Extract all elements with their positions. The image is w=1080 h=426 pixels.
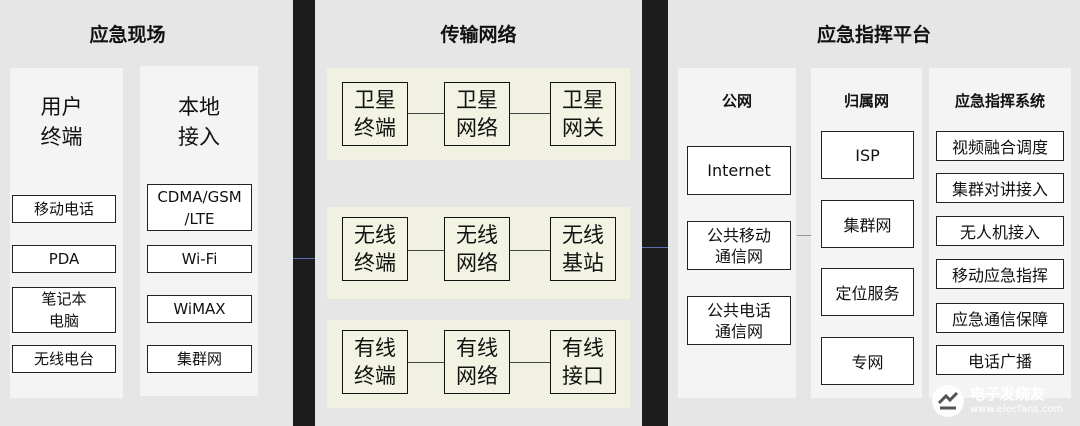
wireless-terminal: 无线 终端 [342, 217, 408, 281]
satellite-gateway: 卫星 网关 [550, 82, 616, 146]
transport-title: 传输网络 [440, 24, 517, 46]
wired-terminal: 有线 终端 [342, 330, 408, 394]
link-middle-right [642, 247, 668, 248]
wired-network: 有线 网络 [444, 330, 510, 394]
home-positioning: 定位服务 [821, 268, 914, 316]
wired-link-1 [408, 362, 444, 363]
public-mobile-network: 公共移动 通信网 [687, 221, 791, 270]
system-mobile-command: 移动应急指挥 [936, 259, 1064, 289]
access-wimax: WiMAX [147, 295, 252, 323]
satellite-network: 卫星 网络 [444, 82, 510, 146]
home-trunking: 集群网 [821, 200, 914, 248]
wireless-link-1 [408, 250, 444, 251]
satellite-link-2 [510, 113, 550, 114]
system-drone-access: 无人机接入 [936, 216, 1064, 246]
local-access-column [140, 66, 258, 396]
home-network-header: 归属网 [843, 92, 889, 110]
public-internet: Internet [687, 146, 791, 195]
device-laptop: 笔记本 电脑 [12, 287, 116, 333]
user-terminal-column [10, 68, 123, 398]
access-trunking: 集群网 [147, 345, 252, 373]
command-system-header: 应急指挥系统 [954, 92, 1045, 110]
system-video-fusion: 视频融合调度 [936, 131, 1064, 161]
watermark-logo-icon [932, 385, 964, 417]
wireless-link-2 [510, 250, 550, 251]
access-cdma-gsm-lte: CDMA/GSM /LTE [147, 184, 252, 231]
watermark: 电子发烧友 www.elecfans.com [930, 378, 1078, 424]
access-wifi: Wi-Fi [147, 245, 252, 273]
wired-link-2 [510, 362, 550, 363]
satellite-link-1 [408, 113, 444, 114]
command-title: 应急指挥平台 [816, 24, 931, 46]
satellite-terminal: 卫星 终端 [342, 82, 408, 146]
scene-title: 应急现场 [89, 24, 166, 46]
device-mobile-phone: 移动电话 [12, 195, 116, 223]
local-access-header: 本地 接入 [178, 95, 220, 149]
watermark-url: www.elecfans.com [970, 404, 1064, 415]
public-telephone-network: 公共电话 通信网 [687, 296, 791, 345]
link-left-middle [293, 258, 315, 259]
system-comm-support: 应急通信保障 [936, 303, 1064, 333]
public-home-link [797, 235, 811, 236]
watermark-name: 电子发烧友 [970, 385, 1046, 403]
device-radio: 无线电台 [12, 345, 116, 373]
user-terminal-header: 用户 终端 [40, 95, 83, 149]
wireless-network: 无线 网络 [444, 217, 510, 281]
system-trunk-intercom: 集群对讲接入 [936, 173, 1064, 203]
system-phone-broadcast: 电话广播 [936, 345, 1064, 375]
home-isp: ISP [821, 131, 914, 179]
wired-interface: 有线 接口 [550, 330, 616, 394]
device-pda: PDA [12, 245, 116, 273]
wireless-base-station: 无线 基站 [550, 217, 616, 281]
home-private-network: 专网 [821, 337, 914, 385]
public-network-header: 公网 [721, 92, 752, 110]
